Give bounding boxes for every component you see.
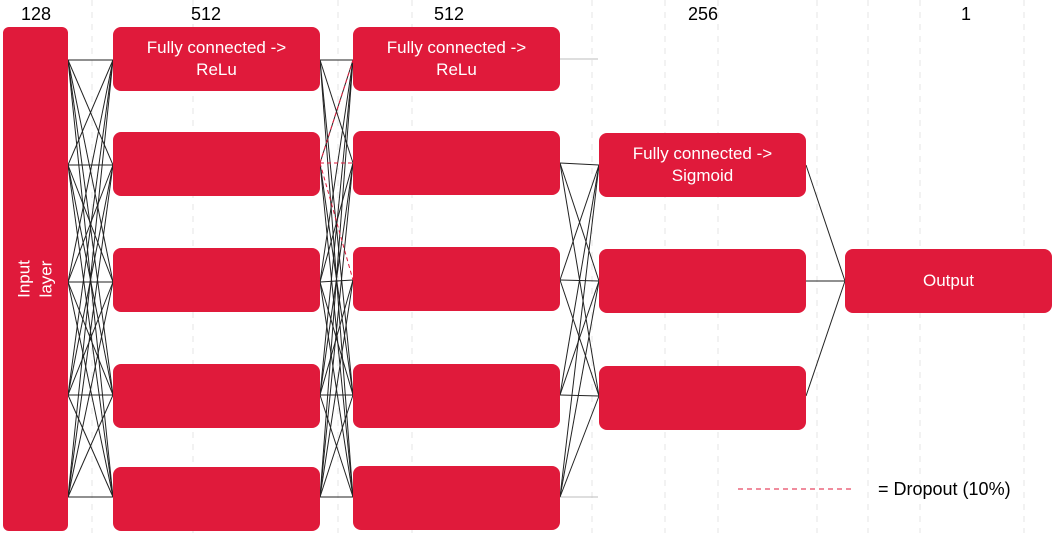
connection-line	[67, 281, 114, 498]
connection-line	[67, 164, 114, 283]
hidden1-node-3	[113, 248, 320, 312]
connection-line	[319, 59, 354, 164]
connection-line	[67, 59, 114, 498]
hidden2-node-4	[353, 364, 560, 428]
connection-line	[67, 59, 114, 166]
connection-line	[67, 164, 114, 498]
dropout-lines	[319, 59, 354, 281]
hidden2-node-2	[353, 131, 560, 195]
connection-line	[559, 164, 600, 281]
hidden1-node-5	[113, 467, 320, 531]
hidden2-node-1: Fully connected -> ReLu	[353, 27, 560, 91]
connection-line	[559, 280, 600, 396]
hidden2-node-5	[353, 466, 560, 530]
connection-line	[67, 59, 114, 396]
layer-size-output: 1	[960, 4, 972, 24]
hidden1-node-2	[113, 132, 320, 196]
connection-line	[319, 279, 354, 498]
hidden3-node-1: Fully connected -> Sigmoid	[599, 133, 806, 197]
connection-lines	[67, 58, 846, 498]
hidden2-label: Fully connected -> ReLu	[386, 38, 527, 79]
connection-line	[319, 162, 354, 498]
hidden3-node-2	[599, 249, 806, 313]
connection-line	[319, 59, 354, 498]
layer-size-hidden-2: 512	[433, 4, 465, 24]
hidden1-node-1: Fully connected -> ReLu	[113, 27, 320, 91]
hidden1-label: Fully connected -> ReLu	[146, 38, 287, 79]
connection-line	[67, 59, 114, 283]
layer-size-input: 128	[20, 4, 52, 24]
hidden3-node-3	[599, 366, 806, 430]
connection-line	[559, 162, 600, 166]
input-layer-node: Input layer	[3, 27, 68, 531]
dropout-line	[319, 162, 354, 281]
legend-dropout-label: = Dropout (10%)	[878, 479, 1011, 499]
connection-line	[559, 280, 600, 498]
connection-line	[67, 394, 114, 498]
connection-line	[319, 279, 354, 396]
connection-line	[559, 395, 600, 498]
layer-size-hidden-3: 256	[687, 4, 719, 24]
connection-line	[319, 394, 354, 498]
layer-size-hidden-1: 512	[190, 4, 222, 24]
connection-line	[67, 281, 114, 396]
connection-line	[559, 164, 600, 396]
connection-line	[319, 59, 354, 283]
hidden3-label: Fully connected -> Sigmoid	[632, 144, 773, 185]
connection-line	[805, 164, 846, 282]
hidden2-node-3	[353, 247, 560, 311]
connection-line	[559, 164, 600, 498]
connection-line	[805, 280, 846, 397]
connection-line	[319, 59, 354, 396]
input-layer-label: Input layer	[14, 260, 56, 298]
output-label: Output	[922, 271, 975, 290]
connection-line	[559, 394, 600, 397]
output-node: Output	[845, 249, 1052, 313]
hidden1-node-4	[113, 364, 320, 428]
